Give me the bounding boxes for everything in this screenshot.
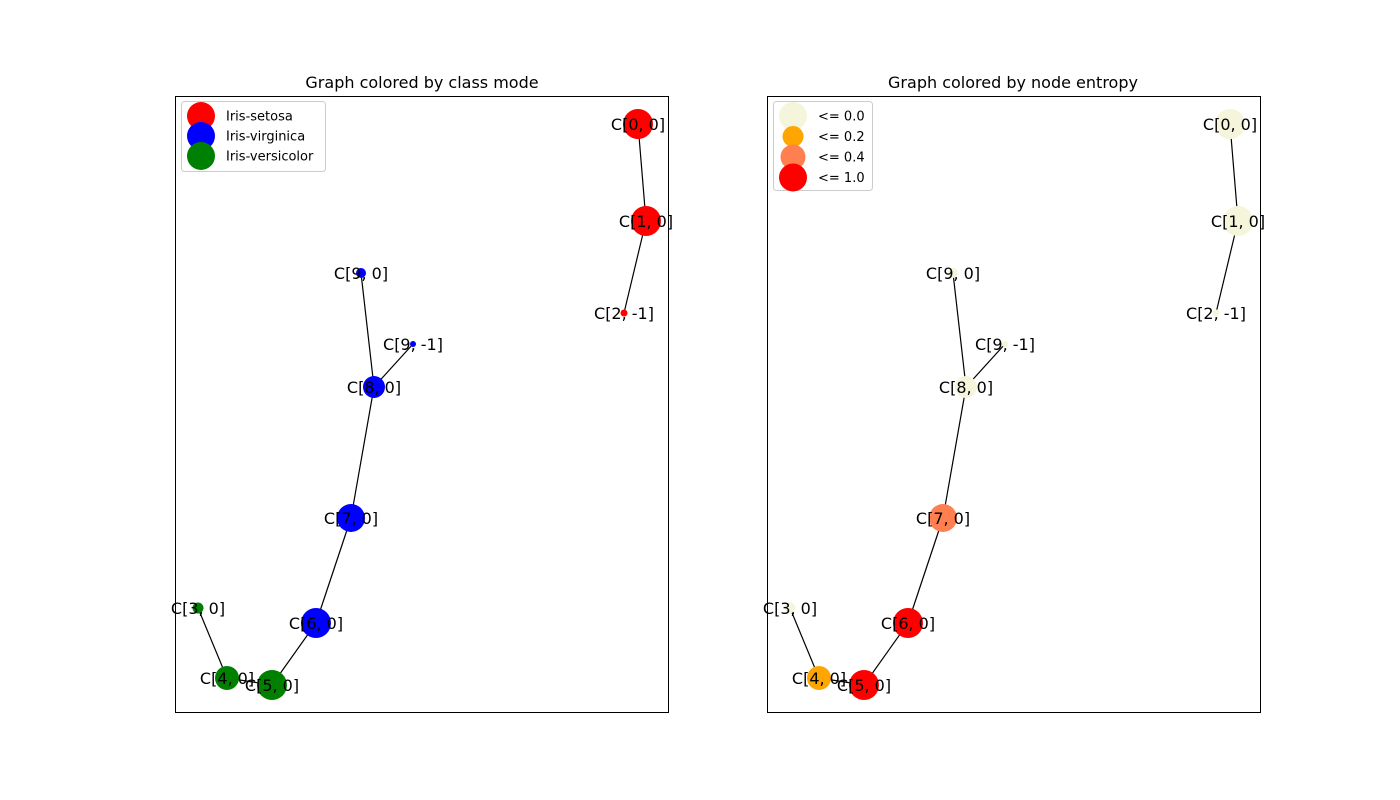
node-label: C[1, 0]	[1211, 212, 1265, 231]
graph-edge	[1215, 220, 1239, 314]
graph-node	[807, 666, 831, 690]
legend-marker	[780, 144, 806, 170]
graph-node	[363, 376, 385, 398]
legend-marker	[187, 142, 215, 170]
node-label: C[4, 0]	[792, 669, 846, 688]
legend-marker	[779, 102, 807, 130]
graph-edge	[1229, 123, 1239, 222]
graph-edge	[350, 386, 375, 519]
graph-node	[620, 309, 628, 317]
legend-box	[181, 101, 326, 172]
legend-label: Iris-setosa	[226, 110, 293, 125]
graph-edge	[197, 607, 228, 679]
node-label: C[1, 0]	[619, 212, 673, 231]
plot-frame	[767, 96, 1261, 713]
graph-node	[631, 206, 661, 236]
node-label: C[9, 0]	[926, 264, 980, 283]
graph-node	[955, 376, 977, 398]
node-label: C[3, 0]	[171, 599, 225, 618]
node-labels: C[0, 0] C[1, 0] C[2, -1] C[9, 0] C[9, -1] C[8…	[171, 115, 673, 695]
graph-node	[301, 608, 331, 638]
node-label: C[0, 0]	[1203, 115, 1257, 134]
graph-edge	[952, 272, 967, 388]
node-label: C[5, 0]	[245, 676, 299, 695]
node-label: C[9, -1]	[383, 335, 443, 354]
graph-edge	[637, 123, 647, 222]
graph-node	[356, 268, 366, 278]
node-label: C[8, 0]	[347, 378, 401, 397]
node-label: C[5, 0]	[837, 676, 891, 695]
node-label: C[2, -1]	[1186, 304, 1246, 323]
legend-marker	[779, 163, 807, 192]
node-label: C[8, 0]	[939, 378, 993, 397]
graph-node	[1223, 206, 1253, 236]
graph-node	[1212, 309, 1220, 317]
graph-node	[192, 602, 204, 614]
graph-node	[1215, 109, 1245, 139]
node-label: C[3, 0]	[763, 599, 817, 618]
graph-node	[410, 341, 416, 347]
plot-frame	[175, 96, 669, 713]
node-label: C[6, 0]	[881, 614, 935, 633]
legend: <= 0.0 <= 0.2 <= 0.4 <= 1.0	[773, 101, 873, 192]
graph-edge	[360, 272, 375, 388]
node-labels: C[0, 0] C[1, 0] C[2, -1] C[9, 0] C[9, -1] C[8…	[763, 115, 1265, 695]
node-label: C[9, -1]	[975, 335, 1035, 354]
graph-node	[337, 504, 365, 532]
node-label: C[9, 0]	[334, 264, 388, 283]
graph-nodes	[192, 109, 661, 700]
graph-nodes	[784, 109, 1253, 700]
node-label: C[0, 0]	[611, 115, 665, 134]
node-label: C[7, 0]	[324, 509, 378, 528]
legend-label: <= 0.2	[818, 130, 865, 145]
graph-node	[784, 602, 796, 614]
legend-marker	[782, 126, 804, 147]
graph-edge	[789, 607, 820, 679]
legend-label: Iris-virginica	[226, 130, 305, 145]
graph-node	[623, 109, 653, 139]
legend-marker	[187, 102, 215, 130]
graph-edge	[942, 386, 967, 519]
panel-entropy: Graph colored by node entropy C[0, 0] C[1…	[763, 73, 1265, 713]
graph-node	[929, 504, 957, 532]
node-label: C[6, 0]	[289, 614, 343, 633]
graph-node	[257, 670, 287, 700]
legend-label: <= 1.0	[818, 171, 865, 186]
legend-label: Iris-versicolor	[226, 150, 314, 165]
legend-label: <= 0.0	[818, 110, 865, 125]
legend-label: <= 0.4	[818, 151, 865, 166]
panel-class-mode: Graph colored by class mode C[0, 0] C[1, …	[171, 73, 673, 713]
graph-node	[1002, 341, 1008, 347]
graph-edge	[907, 517, 944, 624]
node-label: C[2, -1]	[594, 304, 654, 323]
node-label: C[7, 0]	[916, 509, 970, 528]
graph-edge	[623, 220, 647, 314]
panel-title: Graph colored by node entropy	[888, 73, 1138, 92]
graph-edge	[315, 517, 352, 624]
graph-node	[215, 666, 239, 690]
graph-node	[948, 268, 958, 278]
node-label: C[4, 0]	[200, 669, 254, 688]
panel-title: Graph colored by class mode	[305, 73, 538, 92]
graph-node	[893, 608, 923, 638]
graph-node	[849, 670, 879, 700]
legend-marker	[187, 122, 215, 150]
